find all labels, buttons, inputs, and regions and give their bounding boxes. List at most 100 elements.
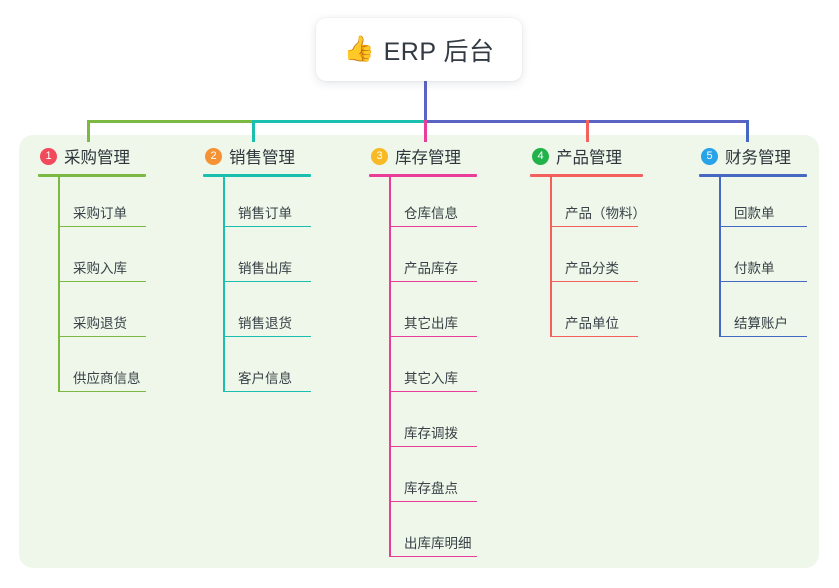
- branch-item-underline: [389, 225, 477, 227]
- branch-column-inventory: 3 库存管理仓库信息产品库存其它出库其它入库库存调拨库存盘点出库库明细: [369, 143, 477, 562]
- drop-finance: [746, 120, 749, 142]
- branch-item-label: 产品库存: [404, 261, 458, 276]
- branch-underline-finance: [699, 174, 807, 177]
- branch-item-underline: [58, 280, 146, 282]
- branch-item-label: 其它入库: [404, 371, 458, 386]
- branch-number-badge-inventory: 3: [371, 147, 388, 165]
- branch-item-label: 产品分类: [565, 261, 619, 276]
- branch-title-product: 产品管理: [556, 149, 622, 167]
- branch-item[interactable]: 库存盘点: [369, 452, 477, 507]
- branch-items-sales: 销售订单销售出库销售退货客户信息: [203, 177, 311, 397]
- branch-header-product[interactable]: 4 产品管理: [530, 143, 643, 169]
- branch-item-underline: [389, 390, 477, 392]
- branch-number-badge-sales: 2: [205, 147, 222, 165]
- branch-item-label: 采购订单: [73, 206, 127, 221]
- branch-items-inventory: 仓库信息产品库存其它出库其它入库库存调拨库存盘点出库库明细: [369, 177, 477, 562]
- branch-item-label: 产品单位: [565, 316, 619, 331]
- drop-inventory: [424, 120, 427, 142]
- branch-items-finance: 回款单付款单结算账户: [699, 177, 807, 342]
- branch-item-label: 采购入库: [73, 261, 127, 276]
- branch-item[interactable]: 产品库存: [369, 232, 477, 287]
- branch-underline-sales: [203, 174, 311, 177]
- branch-items-purchasing: 采购订单采购入库采购退货供应商信息: [38, 177, 146, 397]
- thumbs-up-icon: 👍: [343, 35, 375, 63]
- branch-item[interactable]: 付款单: [699, 232, 807, 287]
- branch-header-inventory[interactable]: 3 库存管理: [369, 143, 477, 169]
- branch-item-label: 客户信息: [238, 371, 292, 386]
- branch-item-underline: [389, 500, 477, 502]
- branch-item-underline: [550, 225, 638, 227]
- branch-underline-inventory: [369, 174, 477, 177]
- branch-spine-finance: [719, 177, 721, 337]
- branch-title-purchasing: 采购管理: [64, 149, 130, 167]
- branch-item-label: 库存调拨: [404, 426, 458, 441]
- branch-item-underline: [389, 445, 477, 447]
- branch-item[interactable]: 客户信息: [203, 342, 311, 397]
- branch-item[interactable]: 产品单位: [530, 287, 643, 342]
- branch-item[interactable]: 仓库信息: [369, 177, 477, 232]
- branch-item-underline: [550, 280, 638, 282]
- branch-number-badge-product: 4: [532, 147, 549, 165]
- branch-item[interactable]: 产品分类: [530, 232, 643, 287]
- branch-item[interactable]: 其它出库: [369, 287, 477, 342]
- branch-item[interactable]: 采购退货: [38, 287, 146, 342]
- branch-item-underline: [389, 280, 477, 282]
- branch-item-label: 采购退货: [73, 316, 127, 331]
- branch-title-sales: 销售管理: [229, 149, 295, 167]
- branch-header-sales[interactable]: 2 销售管理: [203, 143, 311, 169]
- branch-item-underline: [719, 335, 807, 337]
- branch-item-underline: [58, 390, 146, 392]
- branch-item-label: 库存盘点: [404, 481, 458, 496]
- content-panel: [19, 135, 819, 568]
- branch-item-underline: [223, 390, 311, 392]
- branch-underline-product: [530, 174, 643, 177]
- root-node[interactable]: 👍 ERP 后台: [316, 18, 522, 81]
- root-stem-connector: [424, 81, 427, 121]
- branch-item[interactable]: 销售退货: [203, 287, 311, 342]
- branch-number-badge-finance: 5: [701, 147, 718, 165]
- branch-spine-inventory: [389, 177, 391, 557]
- branch-item-label: 供应商信息: [73, 371, 141, 386]
- branch-item-underline: [389, 335, 477, 337]
- branch-title-finance: 财务管理: [725, 149, 791, 167]
- branch-item[interactable]: 销售订单: [203, 177, 311, 232]
- branch-item-label: 销售订单: [238, 206, 292, 221]
- branch-title-inventory: 库存管理: [395, 149, 461, 167]
- bus-segment-green: [87, 120, 252, 123]
- branch-item-label: 回款单: [734, 206, 775, 221]
- branch-spine-product: [550, 177, 552, 337]
- branch-item[interactable]: 供应商信息: [38, 342, 146, 397]
- bus-segment-indigo: [424, 120, 746, 123]
- branch-underline-purchasing: [38, 174, 146, 177]
- branch-item-label: 仓库信息: [404, 206, 458, 221]
- branch-item-label: 付款单: [734, 261, 775, 276]
- branch-item[interactable]: 结算账户: [699, 287, 807, 342]
- branch-item-label: 销售出库: [238, 261, 292, 276]
- branch-item-underline: [223, 225, 311, 227]
- drop-purchasing: [87, 120, 90, 142]
- branch-item-underline: [58, 225, 146, 227]
- drop-sales: [252, 120, 255, 142]
- branch-item-label: 产品（物料）: [565, 206, 646, 221]
- branch-item-label: 出库库明细: [404, 536, 472, 551]
- branch-item-underline: [223, 335, 311, 337]
- branch-item[interactable]: 采购订单: [38, 177, 146, 232]
- branch-item[interactable]: 产品（物料）: [530, 177, 646, 232]
- branch-item[interactable]: 采购入库: [38, 232, 146, 287]
- branch-item-label: 结算账户: [734, 316, 788, 331]
- drop-product: [586, 120, 589, 142]
- branch-items-product: 产品（物料） 产品分类产品单位: [530, 177, 646, 342]
- branch-item[interactable]: 销售出库: [203, 232, 311, 287]
- branch-item[interactable]: 库存调拨: [369, 397, 477, 452]
- branch-item-underline: [550, 335, 638, 337]
- branch-item-underline: [58, 335, 146, 337]
- branch-item[interactable]: 其它入库: [369, 342, 477, 397]
- branch-column-sales: 2 销售管理销售订单销售出库销售退货客户信息: [203, 143, 311, 397]
- branch-item[interactable]: 回款单: [699, 177, 807, 232]
- branch-header-finance[interactable]: 5 财务管理: [699, 143, 807, 169]
- branch-item[interactable]: 出库库明细: [369, 507, 477, 562]
- branch-spine-purchasing: [58, 177, 60, 392]
